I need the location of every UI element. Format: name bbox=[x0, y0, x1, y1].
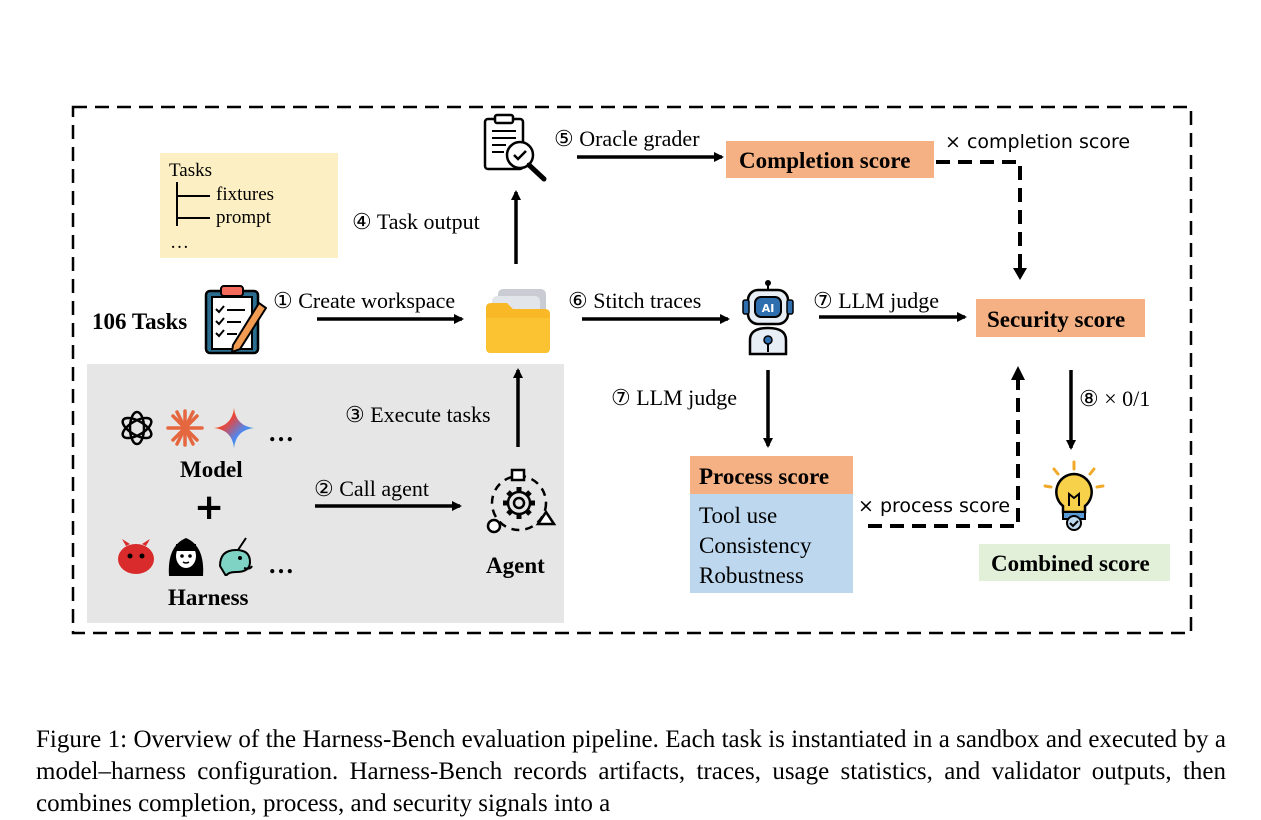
tasks-tree-box bbox=[160, 153, 338, 258]
tasks-tree-child-prompt: prompt bbox=[216, 207, 271, 228]
multiplier-completion: × completion score bbox=[945, 131, 1131, 153]
dashed-process-to-security bbox=[868, 378, 1020, 528]
openai-logo-icon bbox=[121, 410, 153, 446]
figure-caption: Figure 1: Overview of the Harness-Bench … bbox=[36, 726, 1226, 817]
document-inspection-icon bbox=[483, 113, 547, 182]
process-item-tool-use: Tool use bbox=[699, 503, 778, 528]
harness-mascot-girl-icon bbox=[168, 538, 204, 576]
step-llm-judge-down: ⑦ LLM judge bbox=[611, 385, 738, 410]
dashed-completion-to-security bbox=[936, 160, 1022, 270]
dashed-arrowhead-up bbox=[1011, 366, 1025, 380]
diagram-canvas bbox=[71, 105, 1193, 635]
completion-score-label: Completion score bbox=[739, 148, 911, 173]
folder-icon bbox=[486, 289, 550, 353]
security-score-box bbox=[976, 299, 1145, 337]
step-task-output: ④ Task output bbox=[352, 209, 480, 234]
svg-text:AI: AI bbox=[762, 302, 775, 315]
tasks-tree-child-fixtures: fixtures bbox=[216, 184, 275, 205]
ai-robot-icon: AI bbox=[742, 280, 794, 356]
tree-branch-2 bbox=[176, 217, 210, 219]
claude-logo-icon bbox=[166, 409, 204, 447]
security-score-label: Security score bbox=[987, 307, 1126, 332]
model-ellipsis: … bbox=[268, 418, 294, 447]
model-label: Model bbox=[180, 457, 243, 482]
tasks-tree-root: Tasks bbox=[169, 160, 213, 181]
multiplier-process: × process score bbox=[858, 495, 1011, 517]
step-llm-judge-right: ⑦ LLM judge bbox=[813, 288, 940, 313]
gemini-logo-icon bbox=[214, 408, 254, 448]
tasks-count: 106 Tasks bbox=[92, 309, 188, 334]
step-create-workspace: ① Create workspace bbox=[273, 288, 456, 313]
clipboard-checklist-icon bbox=[204, 285, 267, 355]
process-score-label: Process score bbox=[699, 464, 830, 489]
step-execute-tasks: ③ Execute tasks bbox=[345, 402, 491, 427]
harness-mascot-red-icon bbox=[118, 539, 154, 574]
outer-dashed-border bbox=[71, 105, 1193, 635]
combined-score-label: Combined score bbox=[991, 551, 1150, 576]
harness-label: Harness bbox=[168, 585, 249, 610]
combined-score-box bbox=[979, 544, 1170, 581]
process-items-box bbox=[690, 494, 853, 593]
plus-sign: + bbox=[194, 487, 225, 528]
step-oracle-grader: ⑤ Oracle grader bbox=[554, 126, 700, 151]
step-call-agent: ② Call agent bbox=[314, 476, 430, 501]
tree-branch-1 bbox=[176, 195, 210, 197]
tasks-tree-more: … bbox=[170, 232, 189, 253]
process-item-robustness: Robustness bbox=[699, 563, 804, 588]
agent-label: Agent bbox=[486, 553, 545, 578]
process-score-header bbox=[690, 456, 853, 494]
process-item-consistency: Consistency bbox=[699, 533, 812, 558]
agent-gear-icon bbox=[486, 468, 557, 534]
completion-score-box bbox=[726, 141, 934, 178]
model-harness-panel bbox=[87, 364, 564, 623]
harness-ellipsis: … bbox=[268, 550, 294, 579]
harness-mascot-narwhal-icon bbox=[218, 537, 253, 576]
lightbulb-icon bbox=[1043, 460, 1105, 531]
tree-trunk bbox=[176, 182, 178, 226]
step-stitch-traces: ⑥ Stitch traces bbox=[568, 288, 702, 313]
dashed-arrowhead-security bbox=[1013, 268, 1027, 280]
step-binary: ⑧ × 0/1 bbox=[1079, 386, 1151, 411]
pipeline-diagram: Tasks fixtures prompt … 106 Tasks ① Crea… bbox=[71, 105, 1193, 635]
